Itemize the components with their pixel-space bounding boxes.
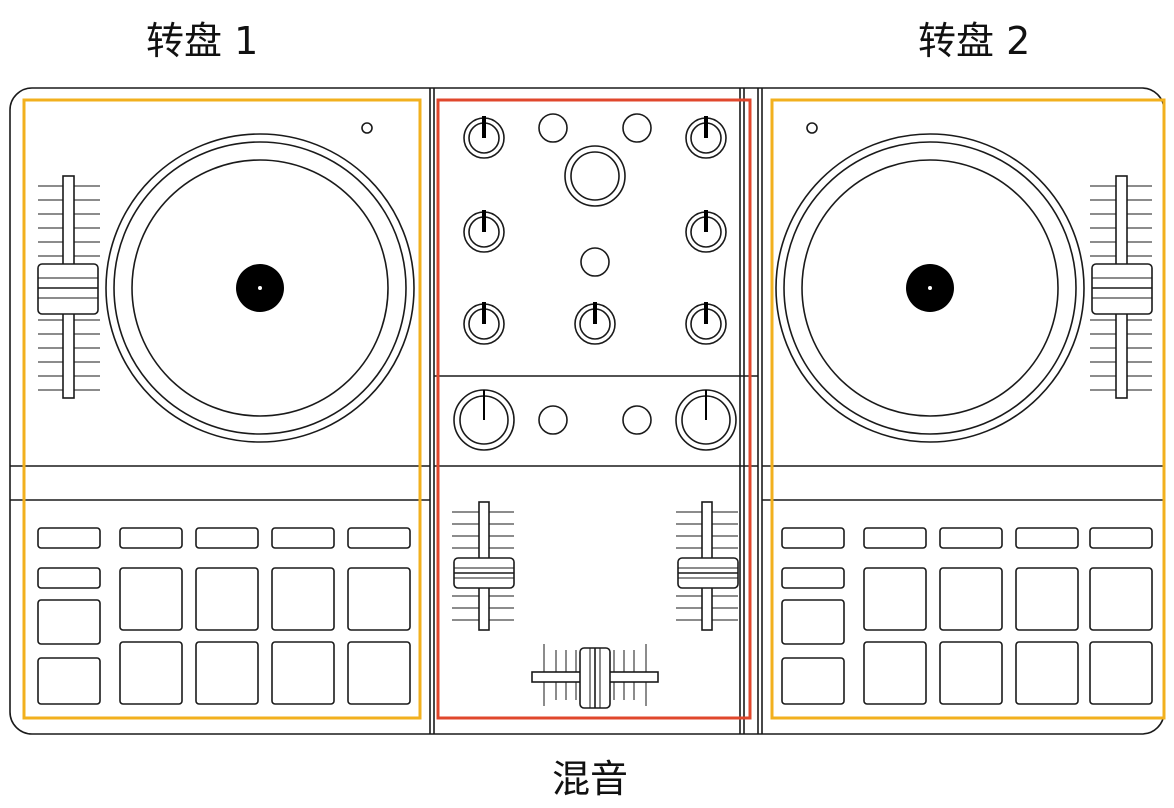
deck-1-button[interactable] (347, 527, 411, 549)
deck-1 (37, 122, 415, 705)
deck-1-pad-grid (37, 527, 411, 705)
deck-1-button[interactable] (37, 657, 101, 705)
deck-1-highlight (22, 98, 422, 720)
eq-knob[interactable] (685, 210, 727, 253)
cue-button[interactable] (538, 405, 568, 435)
deck-2-led (806, 122, 818, 134)
deck-2-pitch-fader[interactable] (1090, 175, 1153, 399)
deck-2-pad[interactable] (939, 567, 1003, 631)
deck-1-button[interactable] (37, 527, 101, 549)
deck-1-pad[interactable] (271, 567, 335, 631)
deck-1-button[interactable] (271, 527, 335, 549)
deck-1-pitch-fader[interactable] (37, 175, 100, 399)
deck-1-pad[interactable] (195, 567, 259, 631)
deck-2-pad[interactable] (1015, 567, 1079, 631)
cue-button[interactable] (622, 405, 652, 435)
deck-2-pad[interactable] (863, 641, 927, 705)
gain-knob[interactable] (453, 389, 515, 451)
deck-2-button[interactable] (1089, 527, 1153, 549)
deck-2-pad[interactable] (1015, 641, 1079, 705)
deck-2-pad-grid (781, 527, 1153, 705)
mixer-highlight (436, 98, 752, 720)
channel-fader-right[interactable] (676, 501, 739, 631)
deck-1-pad[interactable] (271, 641, 335, 705)
gain-knob[interactable] (675, 389, 737, 451)
deck-2-button[interactable] (781, 527, 845, 549)
eq-knob[interactable] (685, 302, 727, 345)
deck-1-button[interactable] (119, 527, 183, 549)
deck-1-pad[interactable] (347, 641, 411, 705)
deck-2-button[interactable] (781, 567, 845, 589)
deck-1-button[interactable] (37, 599, 101, 645)
deck-1-pad[interactable] (195, 641, 259, 705)
deck-2-jog-wheel[interactable] (775, 133, 1085, 443)
deck-2-button[interactable] (781, 599, 845, 645)
mixer (452, 113, 739, 709)
deck-1-pad[interactable] (119, 567, 183, 631)
deck-2-pad[interactable] (863, 567, 927, 631)
deck-2-button[interactable] (1015, 527, 1079, 549)
deck-2-highlight (770, 98, 1166, 720)
deck-2-button[interactable] (863, 527, 927, 549)
deck-1-pad[interactable] (119, 641, 183, 705)
deck-1-jog-wheel[interactable] (105, 133, 415, 443)
deck-1-pad[interactable] (347, 567, 411, 631)
eq-knob[interactable] (463, 302, 505, 345)
deck-2-pad[interactable] (939, 641, 1003, 705)
deck-2-pad[interactable] (1089, 641, 1153, 705)
mixer-button[interactable] (580, 247, 610, 277)
channel-fader-left[interactable] (452, 501, 515, 631)
crossfader[interactable] (531, 644, 659, 709)
eq-knob[interactable] (463, 116, 505, 159)
deck-2 (775, 122, 1153, 705)
eq-knob[interactable] (574, 302, 616, 345)
mixer-button[interactable] (538, 113, 568, 143)
deck-2-pad[interactable] (1089, 567, 1153, 631)
mixer-label: 混音 (552, 757, 629, 801)
deck-2-button[interactable] (781, 657, 845, 705)
deck-1-led (361, 122, 373, 134)
deck-1-label: 转盘 1 (146, 19, 259, 63)
deck-1-button[interactable] (195, 527, 259, 549)
mixer-button[interactable] (622, 113, 652, 143)
eq-knob[interactable] (463, 210, 505, 253)
eq-knob[interactable] (685, 116, 727, 159)
deck-2-button[interactable] (939, 527, 1003, 549)
browse-encoder[interactable] (564, 145, 626, 207)
deck-1-button[interactable] (37, 567, 101, 589)
deck-2-label: 转盘 2 (918, 19, 1031, 63)
